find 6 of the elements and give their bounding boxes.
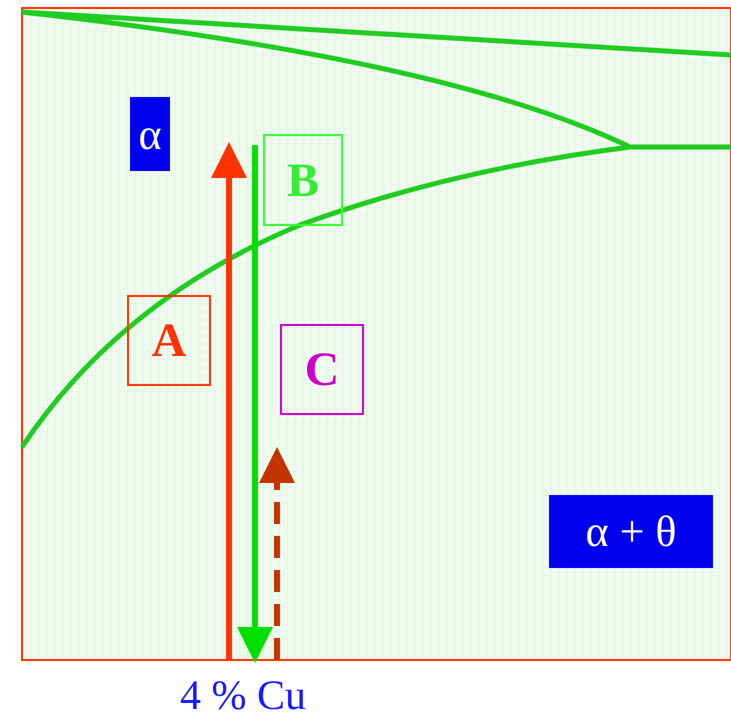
step-label: C [280,324,364,415]
step-label: B [263,134,343,226]
step-label: A [127,295,211,386]
axis-label: 4 % Cu [180,672,306,720]
phase-label: α + θ [549,495,713,568]
phase-label: α [130,97,170,171]
